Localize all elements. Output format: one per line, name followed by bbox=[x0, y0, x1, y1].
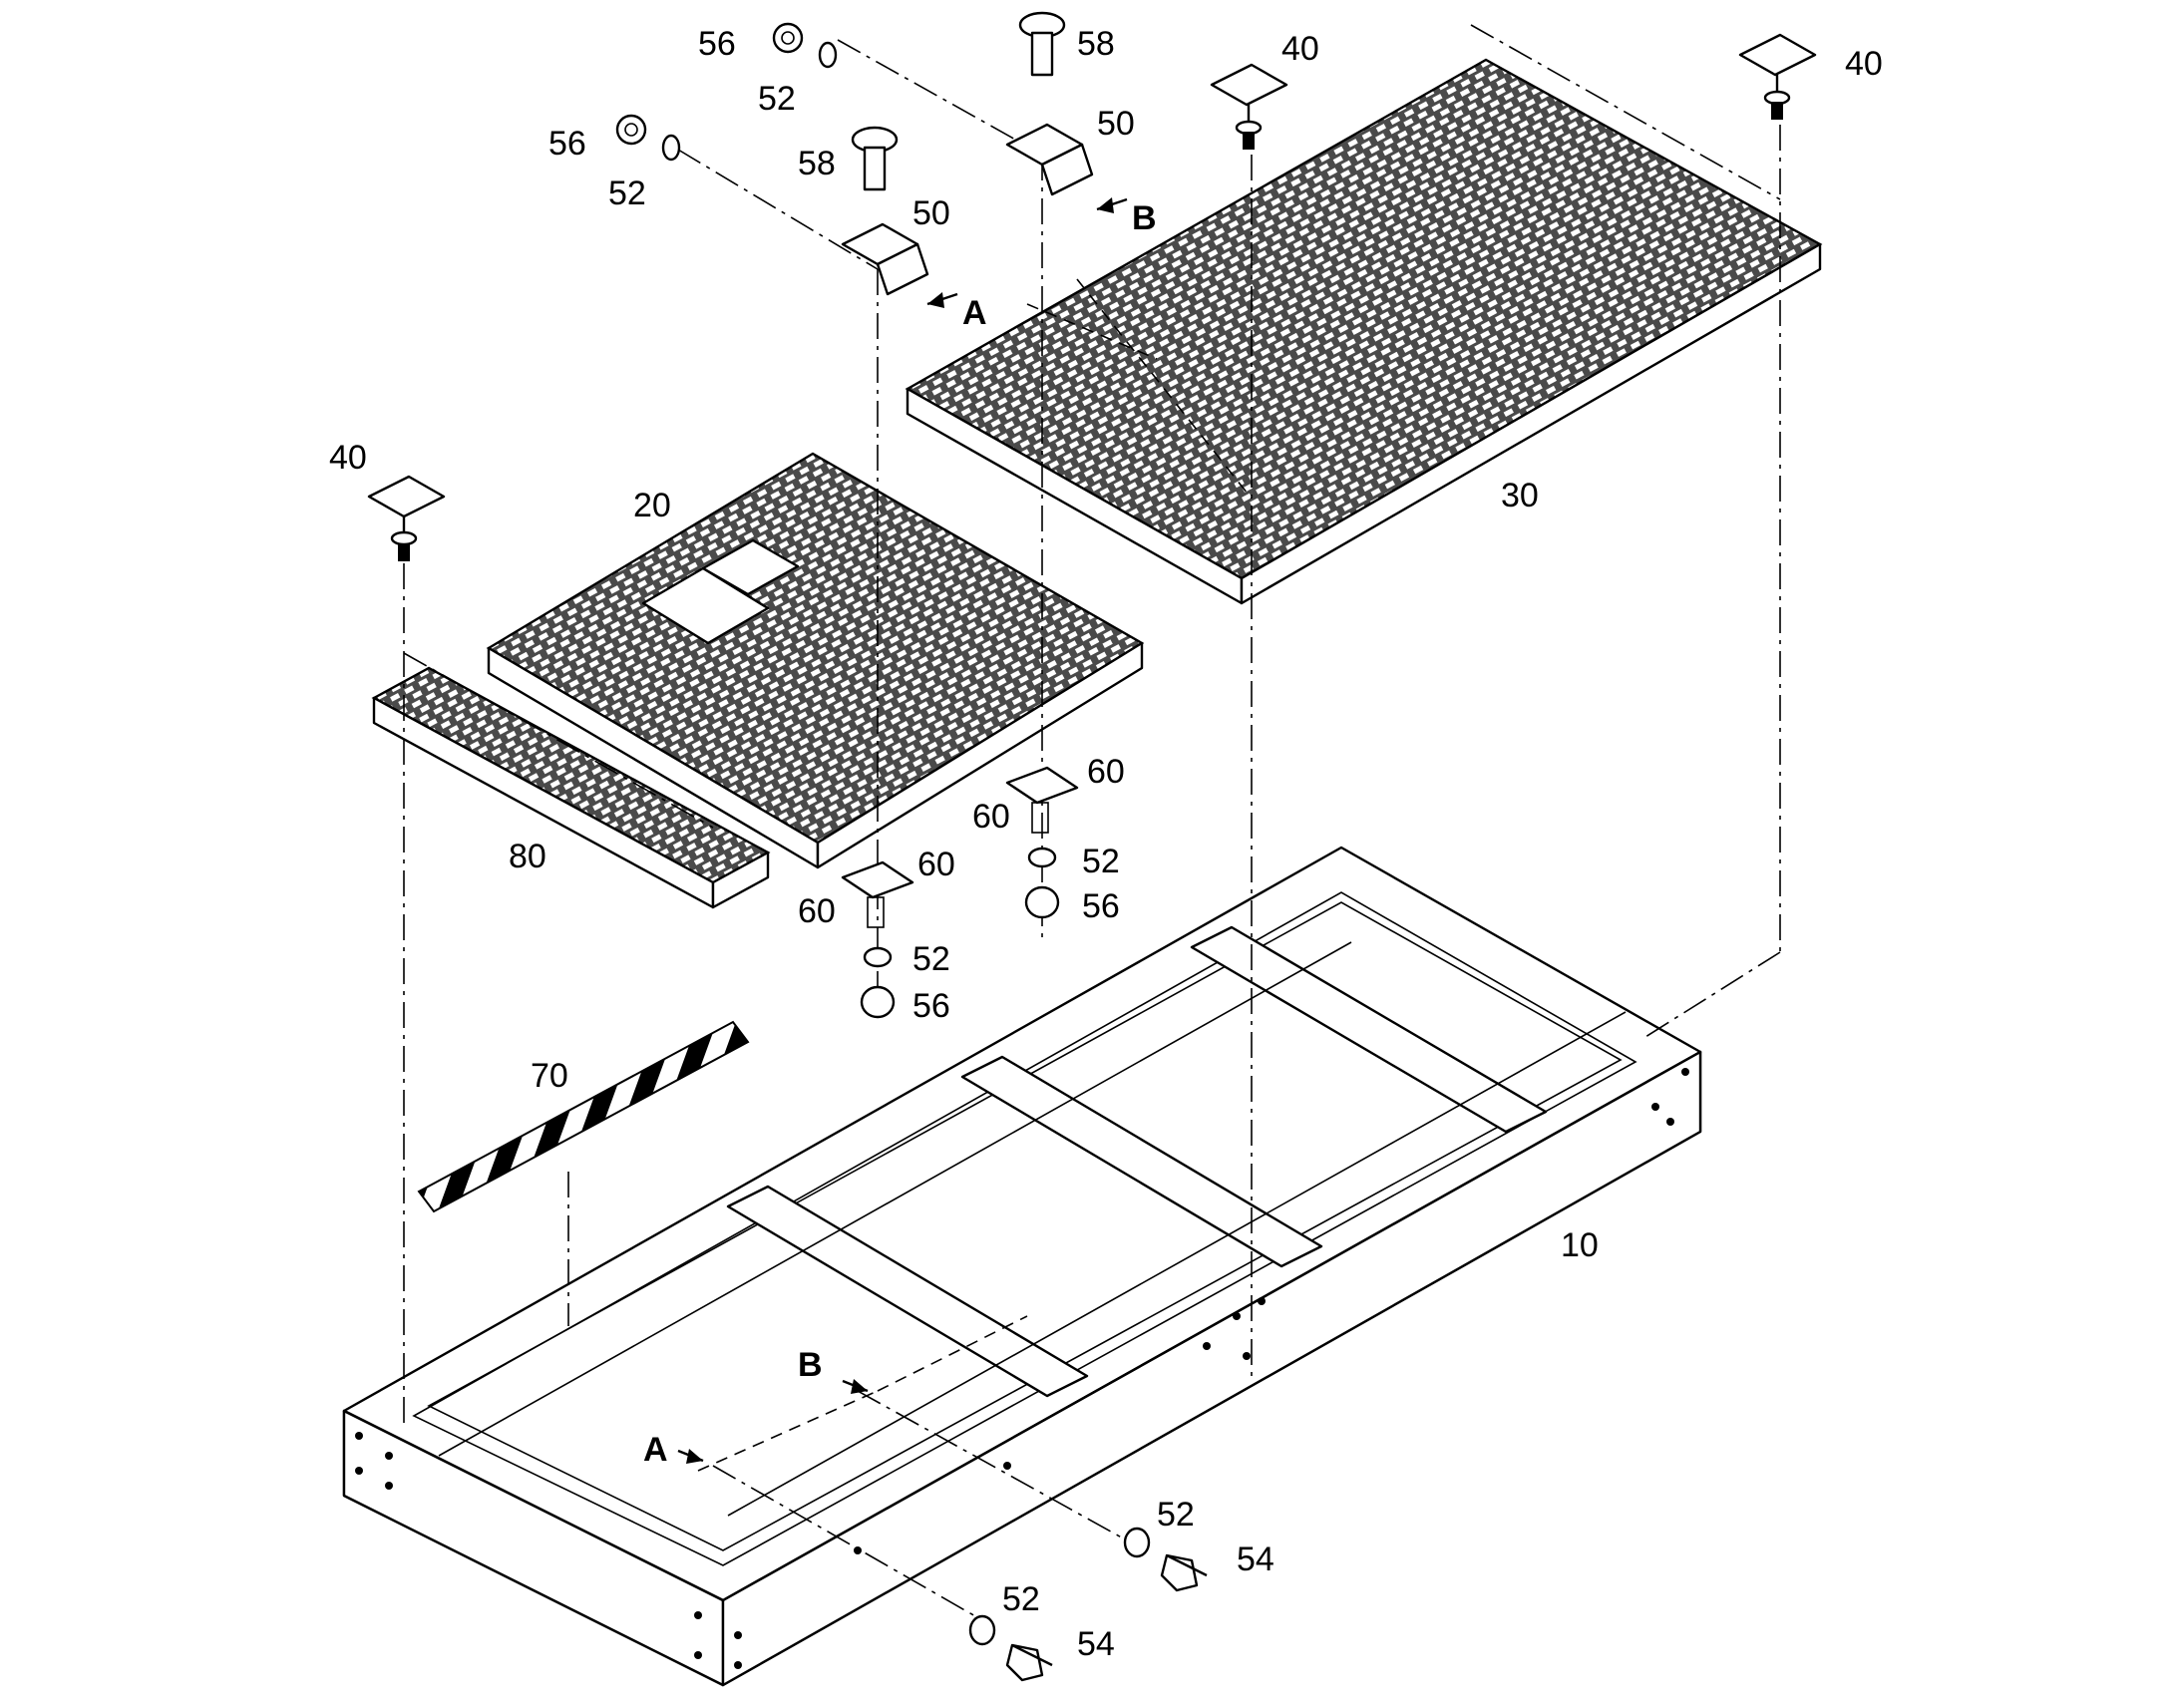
bolt-54-left bbox=[968, 1614, 1053, 1682]
callout-52-top: 52 bbox=[758, 80, 796, 118]
hex-nut-56-second bbox=[615, 114, 681, 162]
mounting-clip-40-center bbox=[1210, 63, 1288, 150]
callout-58-second: 58 bbox=[798, 145, 836, 182]
callout-80: 80 bbox=[509, 838, 546, 875]
view-reference-arrows bbox=[677, 197, 1128, 1464]
hex-nut-56-top bbox=[772, 22, 838, 69]
frame-bolt-holes bbox=[355, 1068, 1689, 1669]
callout-10: 10 bbox=[1561, 1226, 1599, 1264]
callout-30: 30 bbox=[1501, 477, 1539, 514]
callout-52-second: 52 bbox=[608, 174, 646, 212]
callout-54-lower-right: 54 bbox=[1237, 1540, 1274, 1578]
grating-panel-20 bbox=[486, 452, 1145, 869]
base-frame bbox=[342, 846, 1702, 1687]
view-ref-A-bottom: A bbox=[643, 1431, 668, 1469]
callout-50-second: 50 bbox=[912, 194, 950, 232]
carriage-bolt-58-right bbox=[1018, 11, 1066, 77]
callout-50-top: 50 bbox=[1097, 105, 1135, 143]
safety-stripe-70 bbox=[417, 1020, 750, 1213]
callout-60-right-lower: 60 bbox=[972, 798, 1010, 836]
callout-60-left-lower: 60 bbox=[798, 892, 836, 930]
callout-56-right: 56 bbox=[1082, 887, 1120, 925]
callout-52-right: 52 bbox=[1082, 843, 1120, 880]
callout-56-second: 56 bbox=[548, 125, 586, 163]
mounting-clip-40-left bbox=[367, 475, 446, 561]
callout-labels: 56 52 58 50 40 40 56 52 58 50 B A 40 20 … bbox=[329, 25, 1883, 1663]
frame-cross-member-3 bbox=[1190, 925, 1548, 1134]
callout-40-right: 40 bbox=[1845, 45, 1883, 83]
clamp-bracket-50-right bbox=[1005, 123, 1094, 196]
callout-60-right-upper: 60 bbox=[1087, 753, 1125, 791]
callout-70: 70 bbox=[531, 1057, 568, 1095]
callout-60-left-upper: 60 bbox=[917, 846, 955, 883]
callout-20: 20 bbox=[633, 487, 671, 524]
grating-panel-30 bbox=[905, 58, 1823, 605]
view-ref-B-top: B bbox=[1132, 199, 1157, 237]
view-ref-B-bottom: B bbox=[798, 1346, 823, 1384]
callout-58-top: 58 bbox=[1077, 25, 1115, 63]
clamp-bracket-50-left bbox=[841, 222, 929, 296]
washer-nut-52-56-left bbox=[860, 946, 896, 1019]
callout-52-lower-right: 52 bbox=[1157, 1496, 1195, 1534]
callout-56-top: 56 bbox=[698, 25, 736, 63]
assembly-centerlines bbox=[403, 24, 1781, 1621]
frame-cross-member-2 bbox=[960, 1055, 1323, 1268]
callout-52-lower-left: 52 bbox=[1002, 1580, 1040, 1618]
callout-52-left: 52 bbox=[912, 940, 950, 978]
grating-20-access-cutout bbox=[641, 566, 770, 645]
carriage-bolt-58-left bbox=[851, 126, 899, 191]
clip-60-lower-left bbox=[841, 860, 914, 928]
frame-cross-member-1 bbox=[726, 1185, 1089, 1398]
callout-40-center: 40 bbox=[1281, 30, 1319, 68]
grating-panel-80 bbox=[371, 666, 771, 909]
callout-54-lower-left: 54 bbox=[1077, 1625, 1115, 1663]
callout-56-left: 56 bbox=[912, 987, 950, 1025]
mounting-clip-40-right bbox=[1738, 33, 1817, 120]
grating-20-cover-plate bbox=[701, 538, 800, 596]
view-ref-A-top: A bbox=[962, 294, 987, 332]
washer-nut-52-56-right bbox=[1024, 847, 1060, 919]
bolt-54-right bbox=[1123, 1527, 1208, 1592]
clip-60-lower-right bbox=[1005, 766, 1079, 834]
callout-40-left: 40 bbox=[329, 439, 367, 477]
